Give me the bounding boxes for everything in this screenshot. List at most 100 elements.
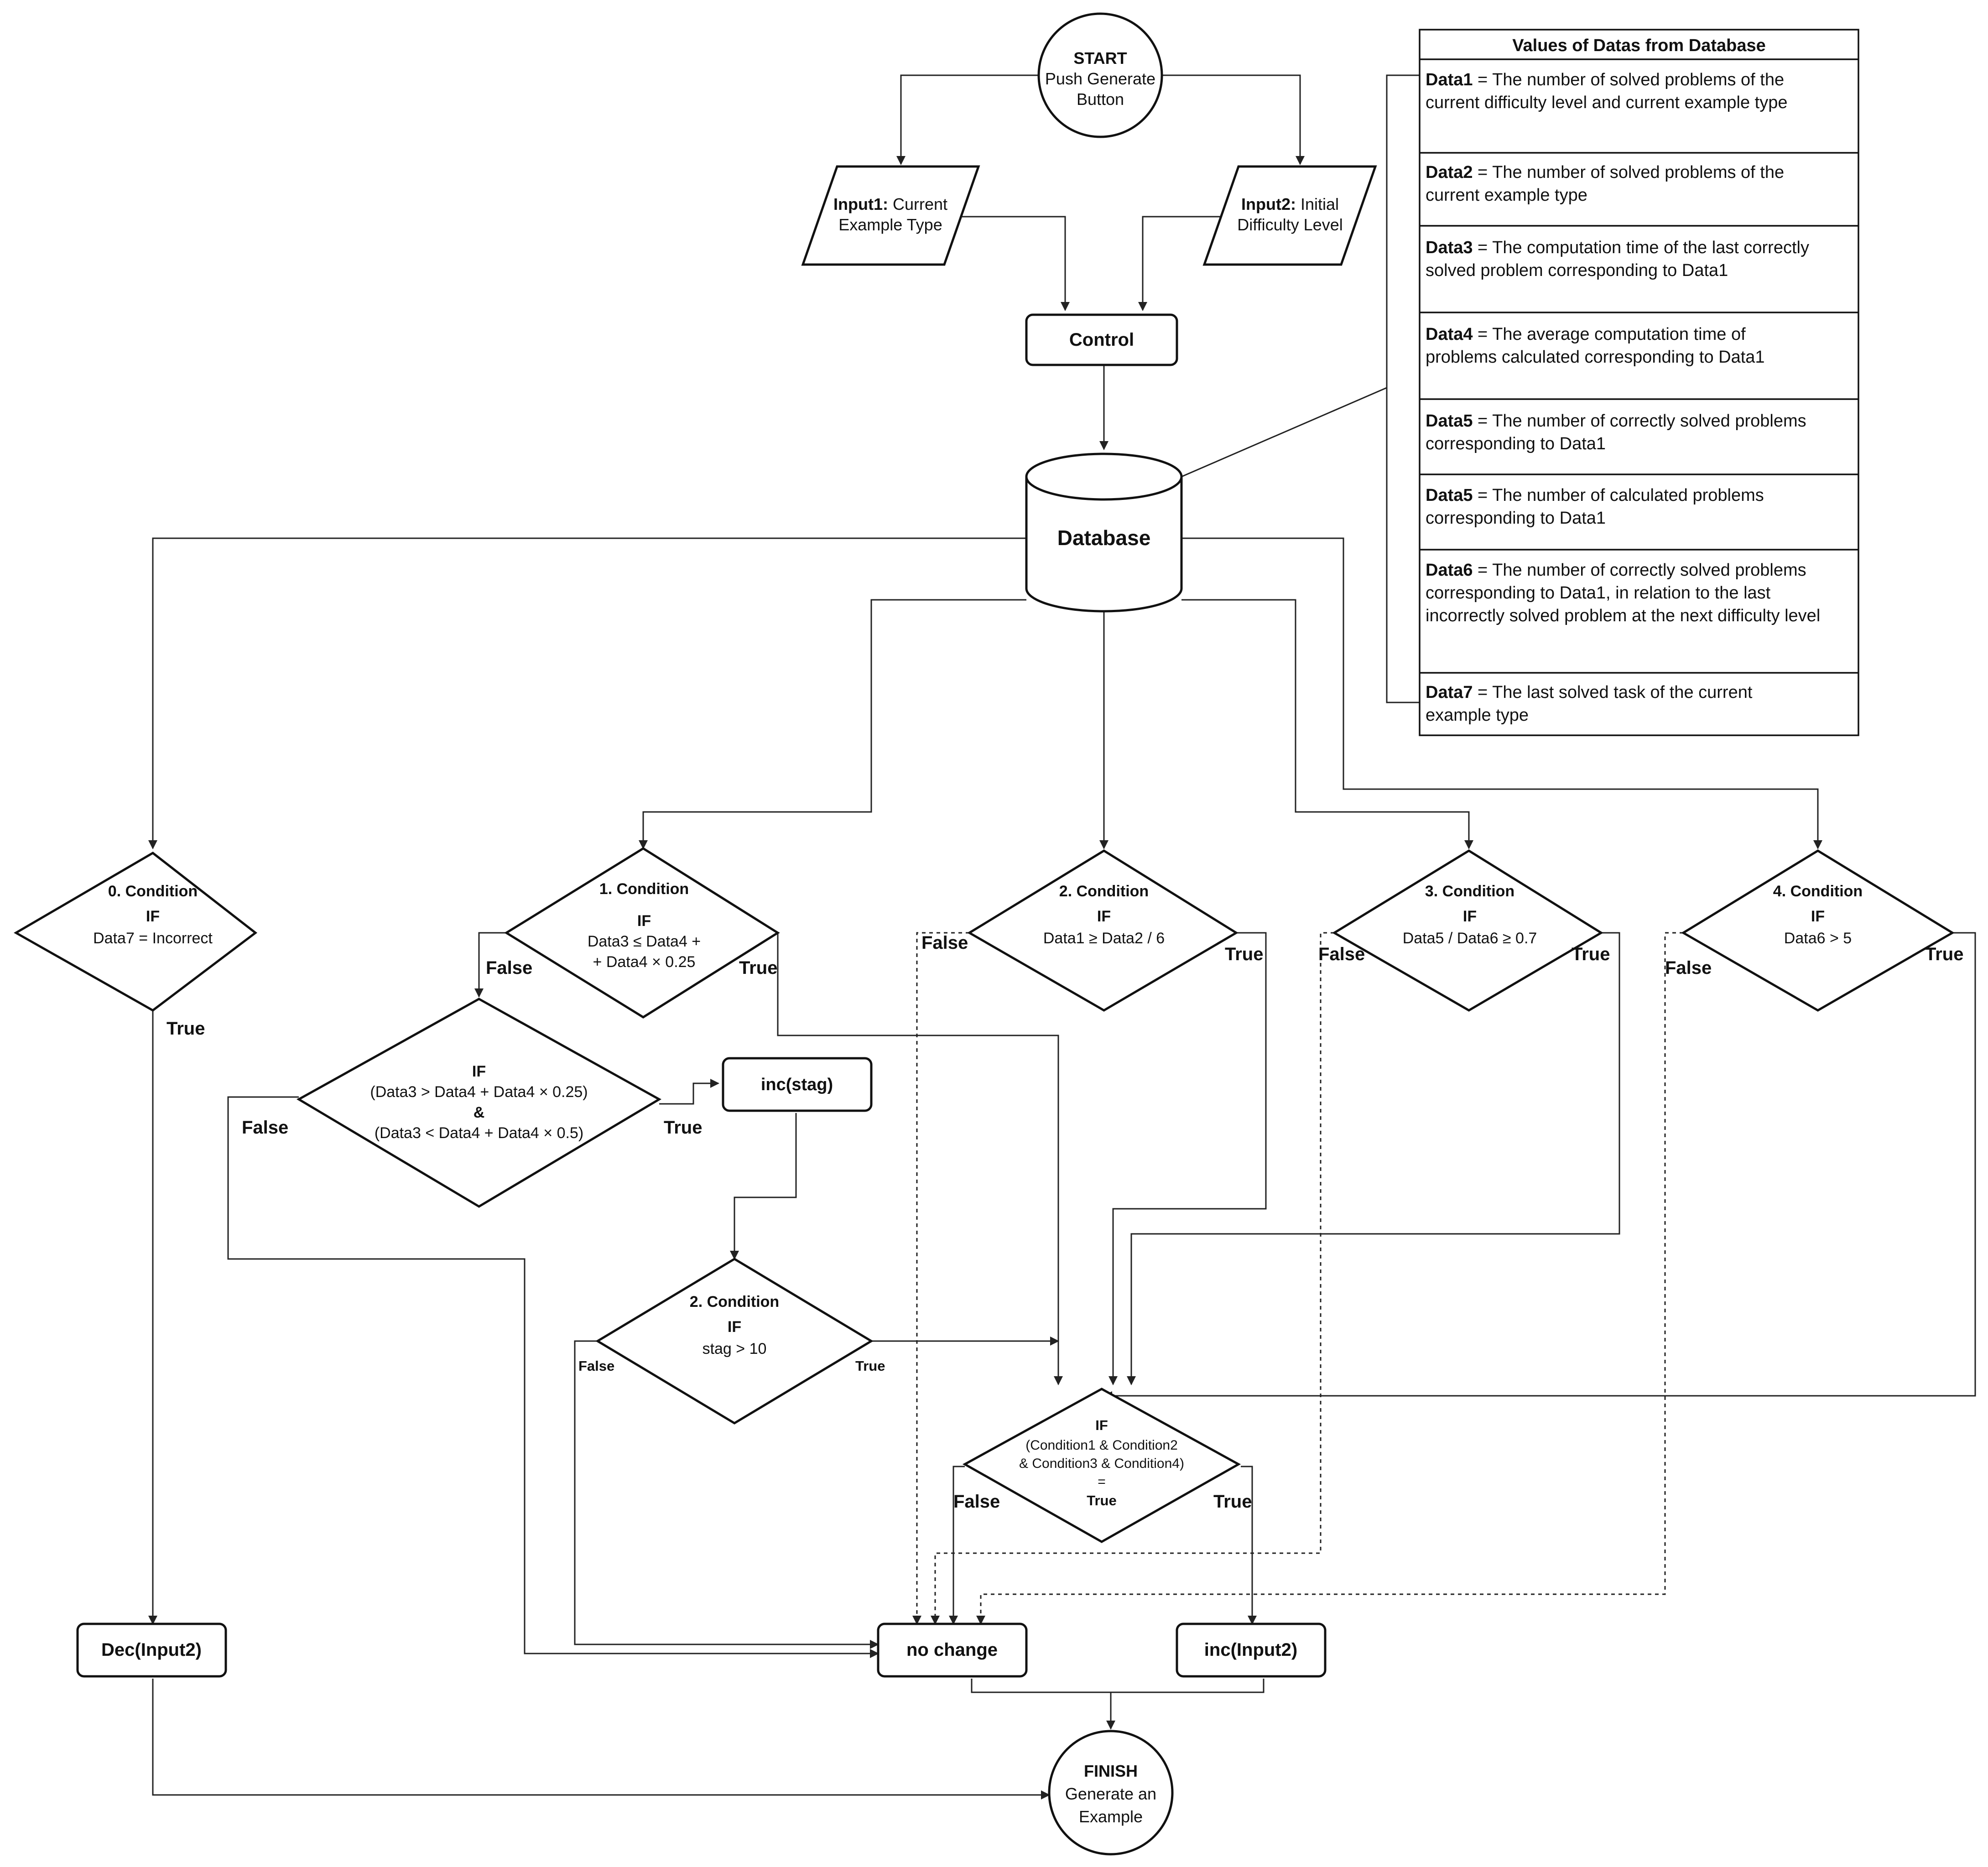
database-to-table-link — [1181, 387, 1387, 478]
condition-2-title: 2. Condition — [1059, 883, 1149, 900]
table-row-8-line-2: example type — [1426, 706, 1529, 725]
arrow-cond1-true-to-allcheck — [777, 933, 1063, 1385]
table-row-2-line-2: current example type — [1426, 186, 1587, 205]
finish-line-2: Example — [1079, 1807, 1143, 1826]
input2-line-1: Input2: Initial — [1241, 195, 1339, 213]
condition-3-if: IF — [1463, 908, 1477, 925]
condition-1-if: IF — [637, 912, 651, 930]
stag-check-if: IF — [728, 1318, 741, 1336]
label-true-allcheck: True — [1213, 1492, 1252, 1512]
arrow-db-to-cond4 — [1181, 537, 1822, 849]
stag-check-expr: stag > 10 — [703, 1340, 767, 1357]
label-false-cond4: False — [1665, 958, 1712, 978]
arrow-input2-to-control — [1138, 216, 1252, 311]
start-node: START Push Generate Button — [1037, 12, 1163, 138]
condition-2-diamond: 2. Condition IF Data1 ≥ Data2 / 6 — [967, 849, 1239, 1012]
label-true-cond4: True — [1925, 944, 1963, 964]
label-true-cond0: True — [167, 1019, 205, 1039]
condition-4-expr: Data6 > 5 — [1784, 930, 1852, 947]
all-conditions-expr-1: (Condition1 & Condition2 — [1025, 1438, 1178, 1453]
finish-line-1: Generate an — [1065, 1784, 1156, 1803]
range-check-expr-1: (Data3 > Data4 + Data4 × 0.25) — [370, 1083, 588, 1101]
arrow-db-to-cond0 — [148, 537, 1026, 849]
range-check-and: & — [474, 1104, 485, 1121]
arrow-dec-to-finish — [152, 1679, 1050, 1799]
condition-1-title: 1. Condition — [599, 880, 689, 898]
input2-node: Input2: Initial Difficulty Level — [1202, 165, 1377, 266]
arrow-input1-to-control — [949, 216, 1070, 311]
table-bracket — [1386, 74, 1420, 703]
condition-0-expr: Data7 = Incorrect — [93, 930, 213, 947]
condition-2-if: IF — [1097, 908, 1111, 925]
start-line-2: Button — [1077, 90, 1124, 109]
table-row-1-line-1: Data1 = The number of solved problems of… — [1426, 70, 1784, 89]
arrow-cond1-false-to-range — [474, 932, 506, 998]
arrow-start-to-input2 — [1150, 74, 1305, 165]
input2-line-2: Difficulty Level — [1237, 215, 1343, 234]
condition-3-diamond: 3. Condition IF Data5 / Data6 ≥ 0.7 — [1332, 849, 1603, 1012]
all-conditions-diamond: IF (Condition1 & Condition2 & Condition3… — [962, 1388, 1241, 1543]
start-line-1: Push Generate — [1045, 69, 1155, 88]
label-true-cond1: True — [739, 958, 777, 978]
data-values-table: Values of Datas from Database Data1 = Th… — [1419, 29, 1859, 736]
dotted-cond4-false-to-nochange — [976, 932, 1683, 1625]
inc-stag-label: inc(stag) — [761, 1075, 833, 1094]
condition-0-title: 0. Condition — [108, 883, 198, 900]
condition-4-diamond: 4. Condition IF Data6 > 5 — [1681, 849, 1955, 1012]
label-true-stag: True — [855, 1358, 885, 1374]
arrow-cond3-true-to-allcheck — [1127, 932, 1620, 1385]
table-row-6-line-1: Data5 = The number of calculated problem… — [1426, 486, 1764, 505]
database-node: Database — [1025, 452, 1183, 613]
arrow-range-true-to-incstag — [659, 1079, 719, 1105]
condition-4-title: 4. Condition — [1773, 883, 1863, 900]
table-row-6-line-2: corresponding to Data1 — [1426, 509, 1606, 528]
inc-input2-node: inc(Input2) — [1176, 1623, 1327, 1678]
no-change-label: no change — [906, 1640, 998, 1660]
arrow-db-to-cond3 — [1181, 599, 1473, 849]
start-title: START — [1073, 49, 1127, 68]
arrow-cond4-true-to-allcheck — [1103, 932, 1976, 1400]
condition-1-expr-1: Data3 ≤ Data4 + — [588, 933, 701, 950]
range-check-diamond: IF (Data3 > Data4 + Data4 × 0.25) & (Dat… — [296, 998, 662, 1208]
label-false-allcheck: False — [953, 1492, 1000, 1512]
inc-input2-label: inc(Input2) — [1204, 1640, 1297, 1660]
finish-title: FINISH — [1084, 1762, 1138, 1780]
control-label: Control — [1069, 330, 1134, 350]
arrow-start-to-input1 — [896, 74, 1051, 165]
label-true-cond3: True — [1572, 944, 1610, 964]
all-conditions-if: IF — [1095, 1417, 1108, 1433]
table-row-7-line-3: incorrectly solved problem at the next d… — [1426, 606, 1820, 625]
range-check-expr-2: (Data3 < Data4 + Data4 × 0.5) — [375, 1124, 583, 1142]
arrow-stagcheck-false-to-nochange — [574, 1340, 879, 1649]
dotted-cond2-false-to-nochange — [912, 932, 969, 1625]
database-label: Database — [1057, 526, 1151, 550]
table-row-8-line-1: Data7 = The last solved task of the curr… — [1426, 683, 1753, 702]
table-row-5-line-2: corresponding to Data1 — [1426, 434, 1606, 453]
label-false-stag: False — [578, 1358, 614, 1374]
branch-labels: True False True False True False True Fa… — [167, 933, 1963, 1512]
dec-input2-label: Dec(Input2) — [101, 1640, 202, 1660]
condition-2-expr: Data1 ≥ Data2 / 6 — [1043, 930, 1165, 947]
table-title: Values of Datas from Database — [1512, 36, 1765, 55]
range-check-if: IF — [472, 1063, 486, 1080]
stag-check-diamond: 2. Condition IF stag > 10 — [595, 1258, 874, 1425]
condition-3-title: 3. Condition — [1425, 883, 1514, 900]
condition-3-expr: Data5 / Data6 ≥ 0.7 — [1403, 930, 1537, 947]
arrow-incstag-to-stagcheck — [730, 1113, 797, 1260]
all-conditions-eq: = — [1098, 1474, 1106, 1489]
arrow-range-false-to-nochange — [227, 1096, 879, 1658]
input1-line-1: Input1: Current — [833, 195, 947, 213]
table-row-3-line-1: Data3 = The computation time of the last… — [1426, 238, 1809, 257]
table-row-7-line-2: corresponding to Data1, in relation to t… — [1426, 583, 1771, 603]
condition-0-diamond: 0. Condition IF Data7 = Incorrect — [13, 851, 258, 1012]
inc-stag-node: inc(stag) — [722, 1057, 873, 1112]
arrow-db-to-cond1 — [639, 599, 1026, 849]
table-row-2-line-1: Data2 = The number of solved problems of… — [1426, 163, 1784, 182]
arrow-cond2-true-to-allcheck — [1108, 932, 1267, 1385]
condition-4-if: IF — [1811, 908, 1825, 925]
condition-1-expr-2: + Data4 × 0.25 — [593, 953, 696, 971]
control-node: Control — [1025, 313, 1178, 366]
table-row-4-line-2: problems calculated corresponding to Dat… — [1426, 348, 1765, 367]
label-false-cond2: False — [921, 933, 968, 953]
